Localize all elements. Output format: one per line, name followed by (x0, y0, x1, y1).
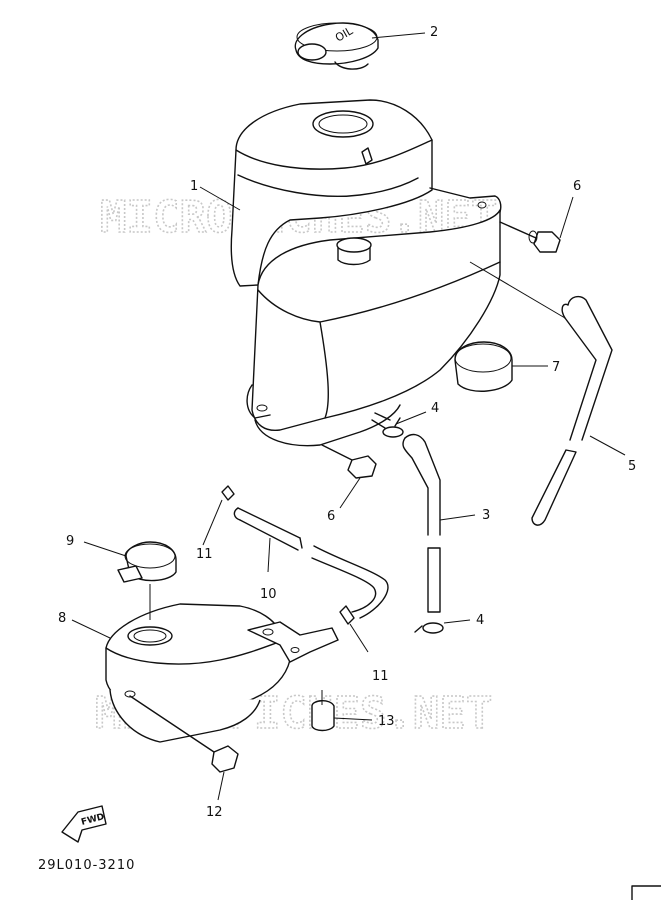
callout-10: 10 (260, 587, 277, 602)
fwd-arrow-icon: FWD (61, 805, 107, 843)
bolt-12 (129, 695, 239, 773)
callout-4-lower: 4 (476, 613, 484, 628)
callout-6-lower: 6 (327, 509, 335, 524)
hose-3 (402, 433, 441, 613)
leader-lines (71, 32, 626, 801)
clamp-11-lower (339, 605, 355, 625)
callouts: 2 1 6 7 4 5 3 6 9 11 10 8 4 11 13 12 (58, 25, 636, 820)
callout-11-lower: 11 (372, 669, 389, 684)
cap-7 (454, 341, 513, 392)
clamp-11-upper (221, 485, 235, 501)
tank-cap-upper: OIL (294, 22, 379, 70)
grommet-13 (311, 690, 335, 732)
tank-cap-lower (117, 541, 177, 620)
oil-tank-lower (105, 603, 339, 743)
bolt-6-lower (321, 444, 377, 479)
hose-10 (233, 507, 389, 619)
callout-3: 3 (482, 508, 490, 523)
oil-tank-upper (230, 99, 502, 447)
callout-13: 13 (378, 714, 395, 729)
callout-6-upper: 6 (573, 179, 581, 194)
clamp-4-lower (414, 622, 444, 634)
callout-12: 12 (206, 805, 223, 820)
callout-4-upper: 4 (431, 401, 439, 416)
callout-8: 8 (58, 611, 66, 626)
callout-11-upper: 11 (196, 547, 213, 562)
callout-7: 7 (552, 360, 560, 375)
clamp-4-upper (382, 417, 404, 438)
breather-hose-5 (469, 261, 613, 526)
callout-9: 9 (66, 534, 74, 549)
callout-2: 2 (430, 25, 438, 40)
corner-mark (631, 885, 661, 901)
diagram-code: 29L010-3210 (38, 858, 135, 873)
callout-1: 1 (190, 179, 198, 194)
bolt-6-upper (499, 221, 561, 253)
callout-5: 5 (628, 459, 636, 474)
